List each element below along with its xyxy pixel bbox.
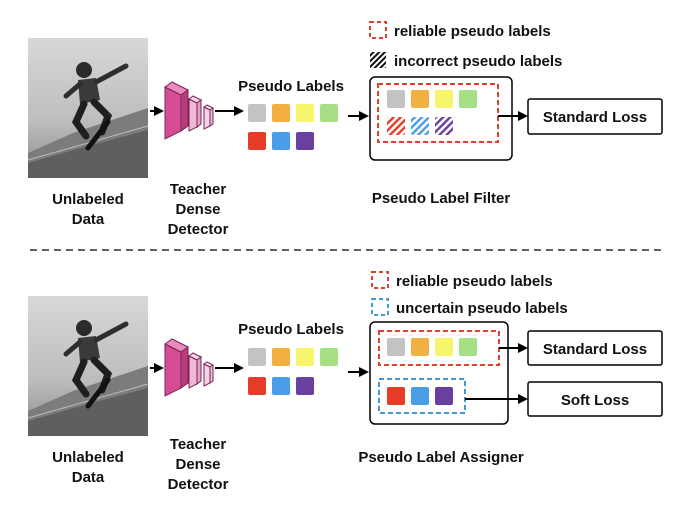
bottom-panel: Unlabeled Data Teacher Dense Detector Ps…: [28, 271, 663, 493]
teacher-caption-bottom-line3: Detector: [168, 476, 229, 493]
filter-swatch-orange: [411, 90, 429, 108]
label-swatch-gray-bottom: [248, 348, 266, 366]
label-swatch-green-bottom: [320, 348, 338, 366]
pseudo-labels-title-top: Pseudo Labels: [238, 78, 344, 95]
legend-incorrect-text-top: incorrect pseudo labels: [394, 53, 562, 70]
legend-reliable-swatch-bottom: [371, 271, 389, 289]
assigner-swatch-yellow: [435, 338, 453, 356]
assigner-swatch-gray: [387, 338, 405, 356]
teacher-network-icon-top: [164, 81, 214, 140]
teacher-network-icon-bottom: [164, 338, 214, 397]
legend-uncertain-swatch-bottom: [371, 298, 389, 316]
filter-caption: Pseudo Label Filter: [372, 190, 511, 207]
assigner-swatch-orange: [411, 338, 429, 356]
standard-loss-text-top: Standard Loss: [543, 109, 647, 126]
label-swatch-purple-top: [296, 132, 314, 150]
label-swatch-blue-top: [272, 132, 290, 150]
soft-loss-box: [527, 381, 663, 417]
assigner-swatch-purple: [435, 387, 453, 405]
standard-loss-box-top: [527, 98, 663, 135]
assigner-swatch-red: [387, 387, 405, 405]
pseudo-label-assigner-box: [369, 321, 509, 425]
standard-loss-text-bottom: Standard Loss: [543, 341, 647, 358]
unlabeled-image-top: [28, 38, 148, 178]
legend-reliable-text-bottom: reliable pseudo labels: [396, 273, 553, 290]
teacher-caption-bottom-line2: Dense: [175, 456, 220, 473]
filter-swatch-purple-hatched: [435, 117, 453, 135]
top-panel: Unlabeled Data Teacher Dense Detector Ps…: [28, 21, 663, 238]
filter-swatch-red-hatched: [387, 117, 405, 135]
teacher-caption-bottom-line1: Teacher: [170, 436, 227, 453]
uncertain-group-bottom: [378, 378, 466, 414]
assigner-swatch-green: [459, 338, 477, 356]
assigner-swatch-blue: [411, 387, 429, 405]
label-swatch-orange-top: [272, 104, 290, 122]
unlabeled-caption-top-line1: Unlabeled: [52, 191, 124, 208]
unlabeled-caption-bottom-line2: Data: [72, 469, 105, 486]
filter-swatch-yellow: [435, 90, 453, 108]
label-swatch-gray-top: [248, 104, 266, 122]
assigner-caption: Pseudo Label Assigner: [358, 449, 523, 466]
label-swatch-orange-bottom: [272, 348, 290, 366]
label-swatch-yellow-bottom: [296, 348, 314, 366]
soft-loss-text: Soft Loss: [561, 392, 629, 409]
pseudo-labels-title-bottom: Pseudo Labels: [238, 321, 344, 338]
filter-swatch-gray: [387, 90, 405, 108]
label-swatch-blue-bottom: [272, 377, 290, 395]
legend-reliable-text-top: reliable pseudo labels: [394, 23, 551, 40]
filter-swatch-green: [459, 90, 477, 108]
unlabeled-caption-top-line2: Data: [72, 211, 105, 228]
teacher-caption-top-line3: Detector: [168, 221, 229, 238]
label-swatch-red-bottom: [248, 377, 266, 395]
label-swatch-green-top: [320, 104, 338, 122]
legend-incorrect-swatch-top: [370, 52, 386, 68]
label-swatch-yellow-top: [296, 104, 314, 122]
unlabeled-image-bottom: [28, 296, 148, 436]
reliable-group-top: [377, 83, 499, 143]
legend-reliable-swatch-top: [369, 21, 387, 39]
standard-loss-box-bottom: [527, 330, 663, 366]
label-swatch-red-top: [248, 132, 266, 150]
teacher-caption-top-line1: Teacher: [170, 181, 227, 198]
teacher-caption-top-line2: Dense: [175, 201, 220, 218]
legend-uncertain-text-bottom: uncertain pseudo labels: [396, 300, 568, 317]
label-swatch-purple-bottom: [296, 377, 314, 395]
filter-swatch-blue-hatched: [411, 117, 429, 135]
unlabeled-caption-bottom-line1: Unlabeled: [52, 449, 124, 466]
